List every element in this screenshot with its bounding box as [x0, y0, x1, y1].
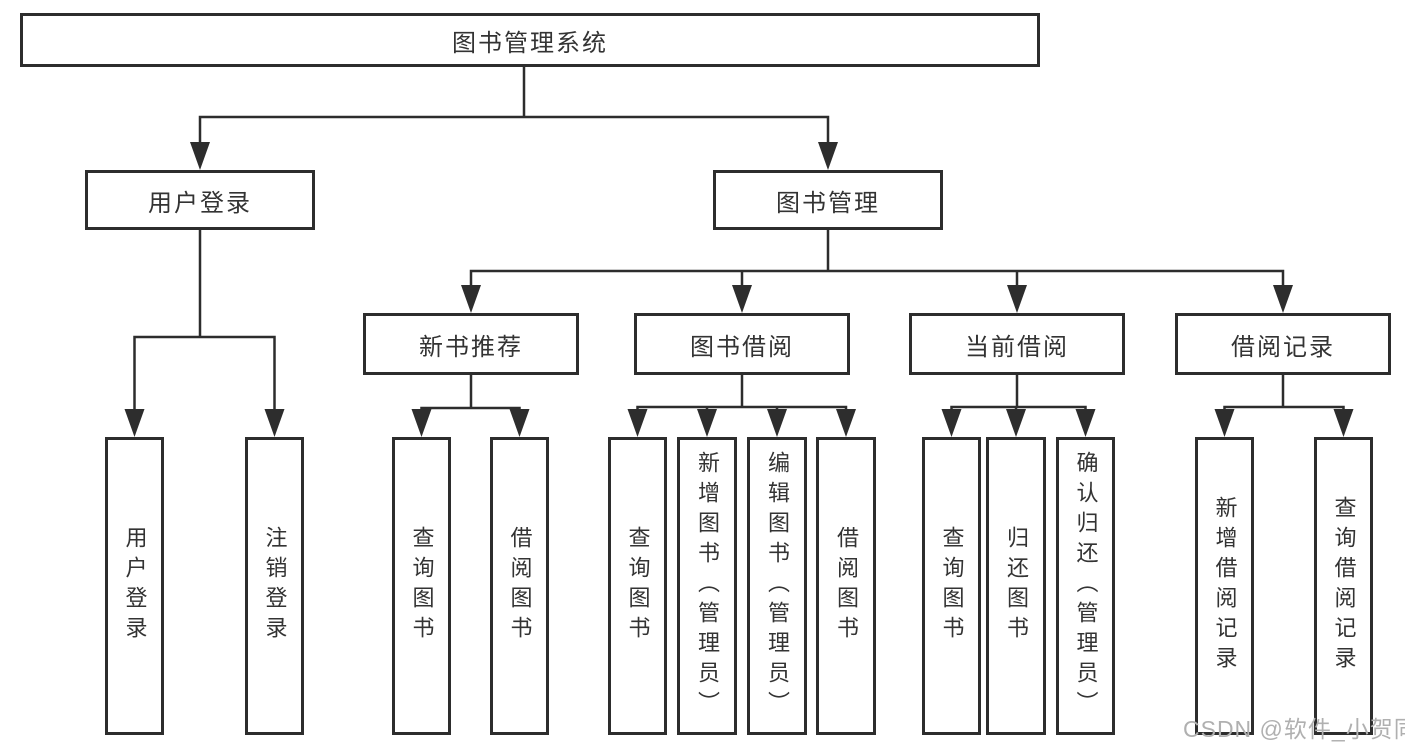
node-borrow-books-recommend: 借阅图书	[490, 437, 549, 735]
node-label: 新增借阅记录	[1212, 496, 1238, 676]
node-edit-books-admin: 编辑图书（管理员）	[747, 437, 807, 735]
node-label: 借阅记录	[1231, 333, 1335, 361]
node-label: 新增图书（管理员）	[695, 451, 720, 721]
node-current-borrowing: 当前借阅	[909, 313, 1125, 375]
node-user-login-action: 用户登录	[105, 437, 164, 735]
node-label: 借阅图书	[834, 526, 859, 646]
node-add-borrow-record: 新增借阅记录	[1195, 437, 1254, 735]
node-label: 查询图书	[409, 526, 435, 646]
node-label: 注销登录	[262, 526, 288, 646]
node-return-books: 归还图书	[986, 437, 1046, 735]
node-book-borrowing: 图书借阅	[634, 313, 850, 375]
csdn-watermark: CSDN @软件_小贺同学	[1183, 716, 1405, 742]
node-label: 用户登录	[148, 189, 252, 217]
node-query-books-borrowing: 查询图书	[608, 437, 667, 735]
node-library-management-system: 图书管理系统	[20, 13, 1040, 67]
node-query-borrow-record: 查询借阅记录	[1314, 437, 1373, 735]
node-label: 查询借阅记录	[1331, 496, 1357, 676]
node-label: 查询图书	[625, 526, 651, 646]
node-user-login: 用户登录	[85, 170, 315, 230]
node-label: 新书推荐	[419, 333, 523, 361]
node-new-book-recommend: 新书推荐	[363, 313, 579, 375]
node-borrow-records: 借阅记录	[1175, 313, 1391, 375]
node-label: 借阅图书	[507, 526, 533, 646]
node-label: 编辑图书（管理员）	[765, 451, 790, 721]
node-book-management: 图书管理	[713, 170, 943, 230]
node-label: 图书管理系统	[452, 29, 608, 57]
node-label: 归还图书	[1004, 526, 1029, 646]
node-borrow-books-borrowing: 借阅图书	[816, 437, 876, 735]
node-label: 查询图书	[939, 526, 965, 646]
node-label: 确认归还（管理员）	[1073, 451, 1099, 721]
node-label: 用户登录	[122, 526, 148, 646]
node-add-books-admin: 新增图书（管理员）	[677, 437, 737, 735]
node-query-books-recommend: 查询图书	[392, 437, 451, 735]
node-label: 图书管理	[776, 189, 880, 217]
node-confirm-return-admin: 确认归还（管理员）	[1056, 437, 1115, 735]
node-query-books-current: 查询图书	[922, 437, 981, 735]
node-logout: 注销登录	[245, 437, 304, 735]
node-label: 当前借阅	[965, 333, 1069, 361]
node-label: 图书借阅	[690, 333, 794, 361]
